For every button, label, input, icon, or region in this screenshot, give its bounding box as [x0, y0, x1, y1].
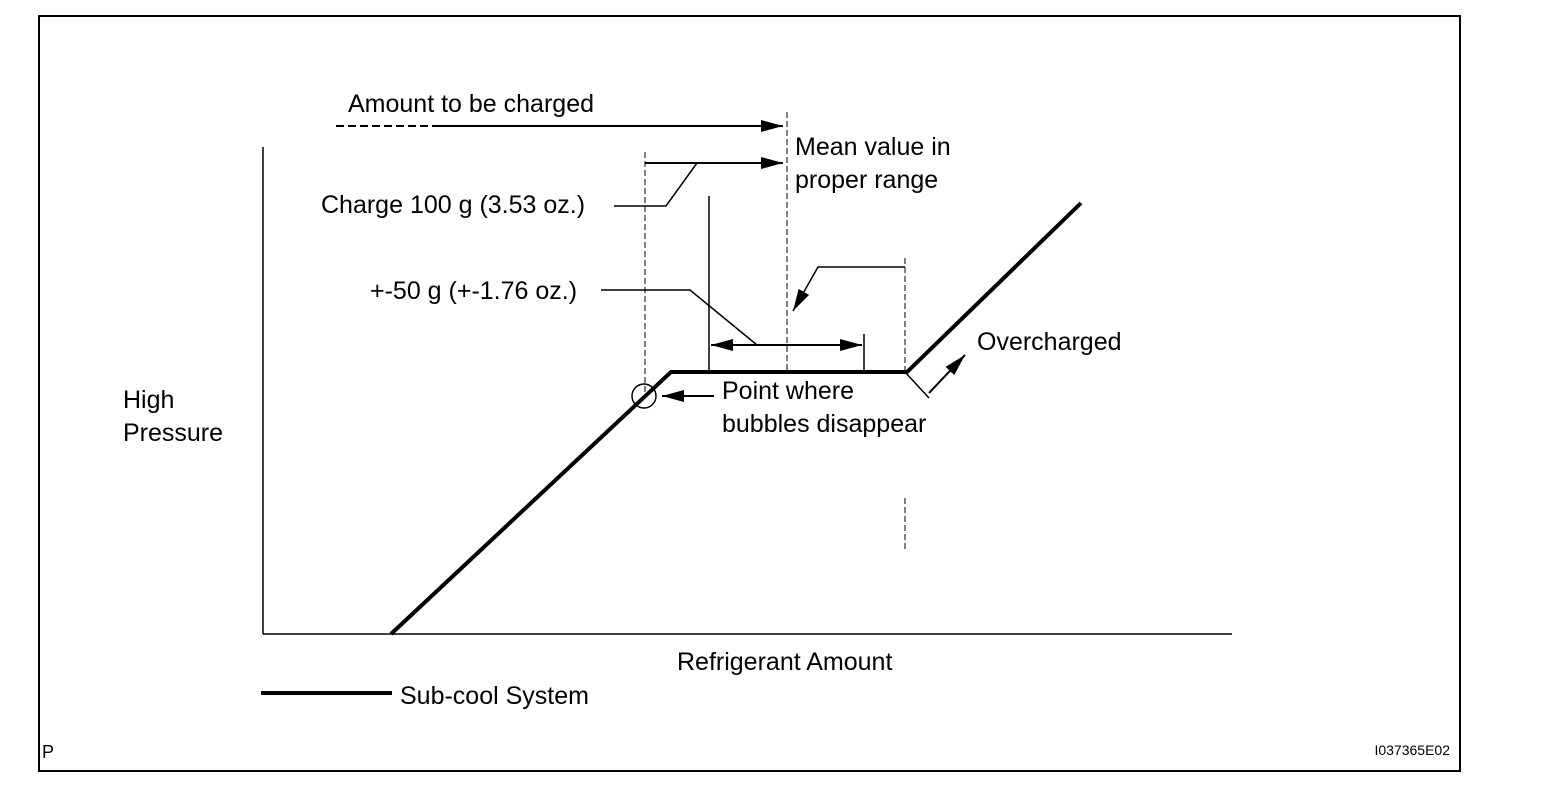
plus-minus-50g-label: +-50 g (+-1.76 oz.): [370, 277, 577, 305]
x-axis-label: Refrigerant Amount: [677, 648, 892, 676]
bubbles-point-marker: [631, 383, 657, 409]
mean-value-label-line2: proper range: [795, 166, 938, 194]
y-axis-label-line1: High: [123, 386, 174, 414]
sub-cool-curve: [389, 201, 1083, 636]
amount-to-be-charged-label: Amount to be charged: [348, 90, 594, 118]
mean-value-label-line1: Mean value in: [795, 133, 951, 161]
point-where-label-line2: bubbles disappear: [722, 410, 926, 438]
legend-label: Sub-cool System: [400, 682, 589, 710]
y-axis-label-line2: Pressure: [123, 419, 223, 447]
overcharged-arrow: [928, 354, 966, 394]
point-where-label-line1: Point where: [722, 377, 854, 405]
charge-leader: [614, 162, 698, 207]
overcharged-label: Overcharged: [977, 328, 1122, 356]
charge-100g-label: Charge 100 g (3.53 oz.): [321, 191, 585, 219]
figure-id-label: I037365E02: [1374, 742, 1450, 758]
figure-frame: [38, 15, 1461, 772]
overcharged-tick: [904, 371, 930, 399]
range-leader: [601, 289, 758, 346]
corner-p-label: P: [42, 742, 54, 762]
mean-pointer-line: [792, 266, 905, 312]
